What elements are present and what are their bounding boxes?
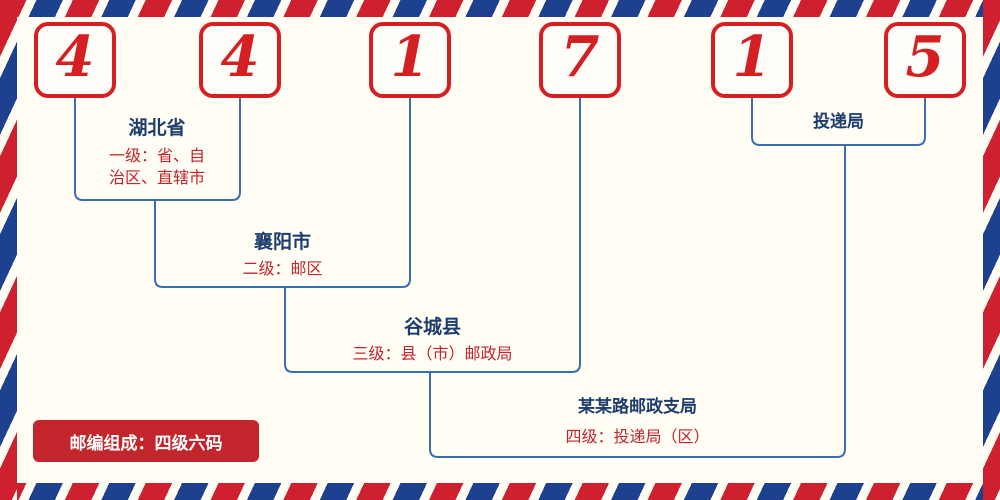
- level4-description: 四级：投递局（区）: [565, 427, 710, 446]
- level1-region-name: 湖北省: [128, 117, 186, 139]
- postal-digit: 4: [220, 24, 260, 90]
- airmail-border-right: [983, 0, 1000, 500]
- level1-description: 一级：省、自 治区、直辖市: [108, 146, 205, 187]
- level4-region-name: 某某路邮政支局: [578, 397, 697, 417]
- postal-digit-box-6: 5: [884, 22, 966, 98]
- postal-digit: 7: [560, 24, 600, 90]
- postal-digit-box-2: 4: [199, 22, 281, 98]
- airmail-border-top: [0, 0, 1000, 17]
- airmail-border-left: [0, 0, 17, 500]
- level2-description: 二级：邮区: [242, 259, 323, 278]
- airmail-border-bottom: [0, 483, 1000, 500]
- delivery-bureau-name: 投递局: [813, 112, 864, 132]
- level3-description: 三级：县（市）邮政局: [352, 344, 513, 363]
- postal-digit-box-3: 1: [369, 22, 451, 98]
- composition-badge-label: 邮编组成：四级六码: [69, 433, 223, 454]
- postal-digit: 5: [905, 24, 945, 90]
- postal-digit: 1: [732, 24, 772, 90]
- composition-badge: 邮编组成：四级六码: [33, 420, 259, 462]
- postal-digit: 1: [390, 24, 430, 90]
- postal-digit-box-1: 4: [34, 22, 116, 98]
- postal-digit-box-5: 1: [711, 22, 793, 98]
- level2-region-name: 襄阳市: [253, 231, 311, 253]
- postal-digit-box-4: 7: [539, 22, 621, 98]
- postal-digit: 4: [55, 24, 95, 90]
- level3-region-name: 谷城县: [403, 316, 461, 338]
